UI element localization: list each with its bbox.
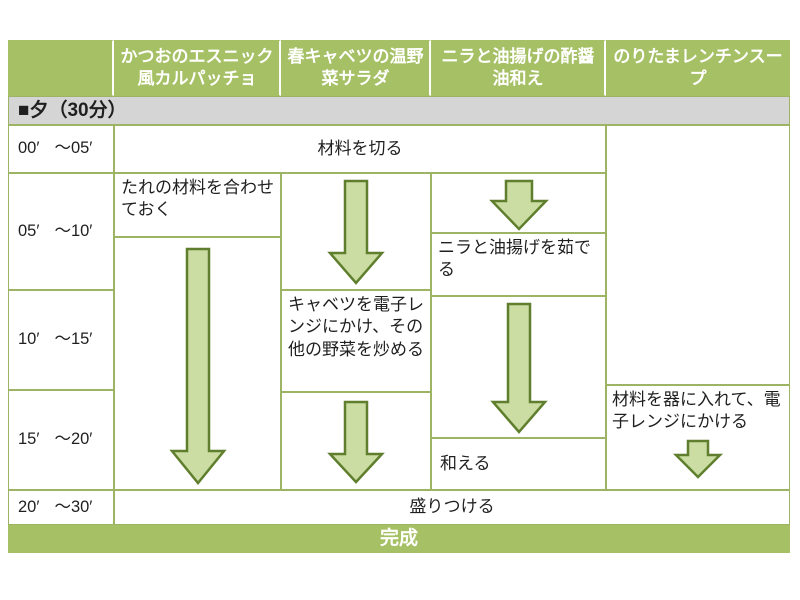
down-arrow-icon: [488, 179, 549, 231]
time-start: 00′: [18, 139, 40, 158]
cell-recipe2-wait-2: [281, 392, 431, 490]
header-recipe-2: 春キャベツの温野菜サラダ: [281, 40, 431, 96]
down-arrow-icon: [672, 439, 724, 479]
time-start: 05′: [18, 221, 40, 240]
cell-recipe3-wait-1: [431, 173, 606, 233]
task-cut-ingredients: 材料を切る: [114, 125, 606, 173]
time-slot-3: 10′ ～15′: [8, 290, 114, 390]
cell-recipe1-wait: [114, 237, 281, 490]
time-start: 10′: [18, 330, 40, 349]
time-end: ～20′: [54, 430, 93, 449]
task-plate: 盛りつける: [114, 490, 790, 525]
cell-recipe4-wait: [607, 439, 789, 479]
time-end: ～30′: [54, 497, 93, 516]
time-start: 15′: [18, 430, 40, 449]
time-end: ～05′: [54, 139, 93, 158]
task-soup-microwave: 材料を器に入れて、電子レンジにかける: [612, 390, 781, 432]
cell-recipe4-empty: [606, 125, 790, 385]
time-slot-2: 05′ ～10′: [8, 173, 114, 290]
header-recipe-1: かつおのエスニック風カルパッチョ: [114, 40, 281, 96]
task-mix: 和える: [431, 438, 606, 490]
time-start: 20′: [18, 497, 40, 516]
time-slot-1: 00′ ～05′: [8, 125, 114, 173]
task-boil-nira: ニラと油揚げを茹でる: [431, 233, 606, 296]
time-end: ～10′: [54, 221, 93, 240]
header-recipe-3: ニラと油揚げの酢醤油和え: [431, 40, 606, 96]
task-prepare-sauce: たれの材料を合わせておく: [114, 173, 281, 237]
down-arrow-icon: [489, 302, 548, 434]
time-slot-4: 15′ ～20′: [8, 390, 114, 490]
time-end: ～15′: [54, 330, 93, 349]
down-arrow-icon: [168, 247, 227, 485]
down-arrow-icon: [327, 400, 385, 484]
section-label-dinner: ■夕（30分）: [8, 96, 790, 125]
cell-recipe2-wait-1: [281, 173, 431, 290]
header-recipe-4: のりたまレンチンスープ: [606, 40, 790, 96]
time-slot-5: 20′ ～30′: [8, 490, 114, 525]
down-arrow-icon: [327, 179, 385, 285]
cell-recipe3-wait-2: [431, 296, 606, 438]
header-empty-corner: [8, 40, 114, 96]
task-cabbage-microwave: キャベツを電子レンジにかけ、その他の野菜を炒める: [281, 290, 431, 392]
status-complete: 完成: [8, 525, 790, 553]
cell-recipe4-task: 材料を器に入れて、電子レンジにかける: [606, 385, 790, 490]
